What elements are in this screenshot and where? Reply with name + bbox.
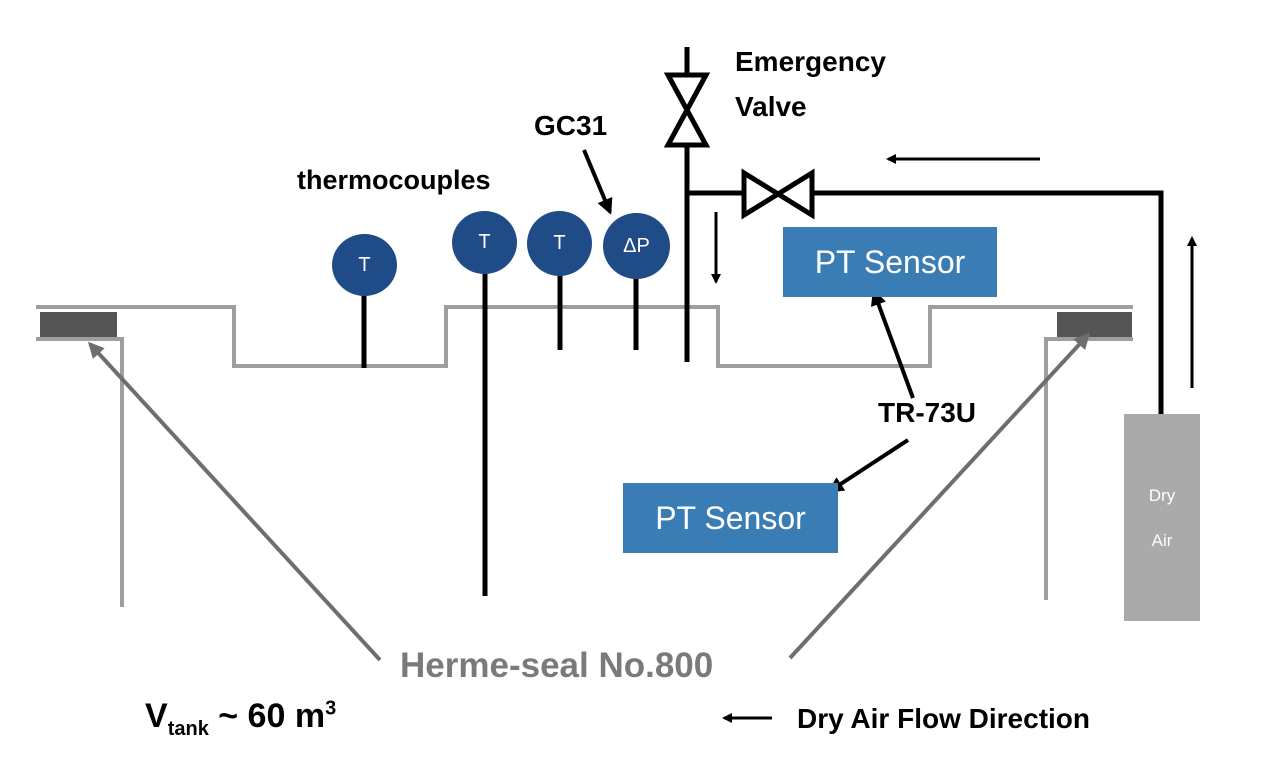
pt-sensor-lower: PT Sensor	[623, 483, 838, 553]
dry-air-flow-label: Dry Air Flow Direction	[797, 703, 1091, 734]
gauge-label: T	[553, 232, 566, 254]
tr73u-label: TR-73U	[878, 397, 977, 428]
gc31-label: GC31	[534, 110, 608, 141]
seal-arrow-right	[788, 332, 1091, 660]
thermocouple-gauge-3: T	[527, 211, 592, 276]
pressure-gauge: ΔP	[603, 213, 670, 279]
gc31-arrow	[582, 149, 613, 215]
seal-arrow-left	[87, 341, 382, 662]
gauge-label: T	[358, 253, 371, 276]
tank-volume-label: Vtank ~ 60 m3	[145, 697, 336, 741]
emergency-valve-label-line1: Emergency	[735, 46, 886, 77]
tank-outline	[36, 305, 1133, 607]
vtank-superscript: 3	[325, 697, 337, 720]
tr73u-arrow-upper	[870, 289, 915, 399]
gauge-label: ΔP	[623, 234, 650, 257]
dry-air-tank: Dry Air	[1124, 414, 1200, 621]
thermocouple-stems	[361, 268, 639, 596]
dry-air-label-line2: Air	[1151, 530, 1173, 550]
tr73u-arrow-lower	[827, 438, 910, 493]
herme-seal-label: Herme-seal No.800	[400, 646, 714, 685]
horizontal-valve-icon	[741, 168, 815, 220]
gauge-label: T	[478, 231, 491, 253]
valve-piping	[684, 47, 1164, 414]
dry-air-label-line1: Dry	[1148, 485, 1176, 505]
thermocouples-label: thermocouples	[297, 165, 491, 195]
vtank-value: ~ 60 m	[208, 697, 326, 735]
pt-sensor-upper: PT Sensor	[783, 227, 997, 297]
emergency-valve-label-line2: Valve	[735, 91, 807, 122]
seal-left	[40, 312, 117, 337]
vtank-subscript: tank	[167, 717, 209, 740]
emergency-valve-icon	[663, 72, 711, 148]
thermocouple-gauge-1: T	[332, 234, 397, 296]
pt-sensor-label: PT Sensor	[655, 499, 806, 536]
seal-right	[1057, 312, 1132, 337]
pt-sensor-label: PT Sensor	[814, 243, 966, 280]
vtank-main: V	[145, 697, 168, 735]
thermocouple-gauge-2: T	[452, 211, 517, 274]
